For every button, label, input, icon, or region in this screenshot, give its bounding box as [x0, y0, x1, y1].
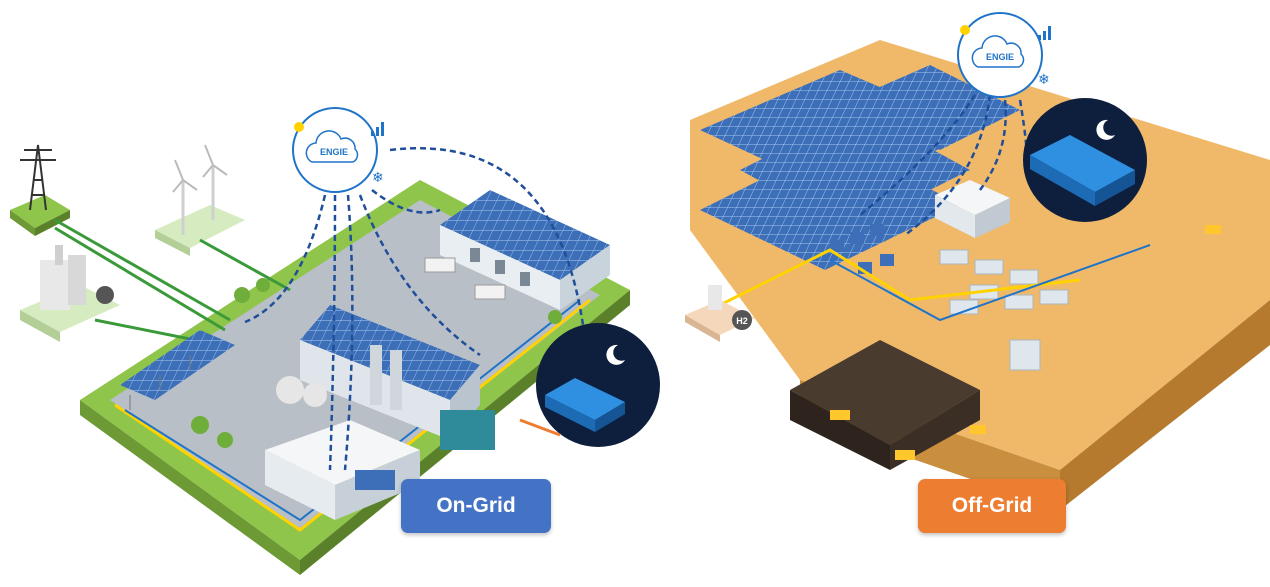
- warehouse-building: [440, 190, 610, 310]
- engie-logo-text: ENGIE: [320, 147, 348, 157]
- data-links: [244, 147, 587, 471]
- hydrogen-icon: [732, 310, 752, 330]
- night-storage-badge: [519, 323, 660, 447]
- factory-building: [276, 305, 480, 440]
- grid-connection-lines: [54, 218, 291, 347]
- signal-bars-icon: [1038, 26, 1051, 40]
- off-grid-panel: H2 ENGIE ❄: [680, 0, 1270, 587]
- sun-icon: [960, 25, 970, 35]
- off-grid-scene: H2 ENGIE ❄: [685, 12, 1270, 510]
- trees: [191, 278, 562, 448]
- battery-storage-icon: [1030, 135, 1135, 206]
- wind-turbine-icon: [155, 144, 245, 256]
- substation-blocks: [939, 249, 1069, 371]
- on-grid-badge: On-Grid: [401, 479, 551, 533]
- signal-bars-icon: [371, 122, 384, 136]
- solar-carport: [120, 330, 235, 410]
- on-grid-panel: ENGIE ❄ On-Grid: [10, 107, 660, 575]
- engie-hub: ENGIE ❄: [292, 107, 384, 193]
- engie-logo-text: ENGIE: [986, 52, 1014, 62]
- office-building: [265, 410, 495, 520]
- open-pit-mine: [790, 225, 1221, 470]
- h2-label: H2: [736, 316, 748, 326]
- snowflake-icon: ❄: [1038, 71, 1050, 87]
- power-line-blue: [829, 244, 1151, 322]
- moon-icon: [1096, 119, 1115, 140]
- engie-hub: ENGIE ❄: [957, 12, 1051, 98]
- off-grid-badge: Off-Grid: [918, 479, 1066, 533]
- power-line-blue: [124, 299, 581, 522]
- on-grid-scene: ENGIE ❄: [10, 107, 660, 575]
- snowflake-icon: ❄: [372, 169, 384, 185]
- sun-icon: [294, 122, 304, 132]
- mine-excavator-icon: [830, 410, 850, 420]
- power-line-yellow: [709, 248, 1081, 312]
- power-line-yellow: [114, 298, 591, 532]
- night-storage-badge: [1023, 98, 1147, 222]
- power-plant-icon: [20, 245, 120, 342]
- cloud-icon: [305, 130, 359, 163]
- solar-farm: [700, 65, 1020, 270]
- hydrogen-station: H2: [685, 285, 755, 342]
- battery-storage-icon: [545, 378, 625, 432]
- cloud-icon: [971, 35, 1025, 68]
- transmission-tower-icon: [10, 144, 70, 236]
- moon-icon: [606, 344, 625, 365]
- truck-icon: [424, 257, 506, 300]
